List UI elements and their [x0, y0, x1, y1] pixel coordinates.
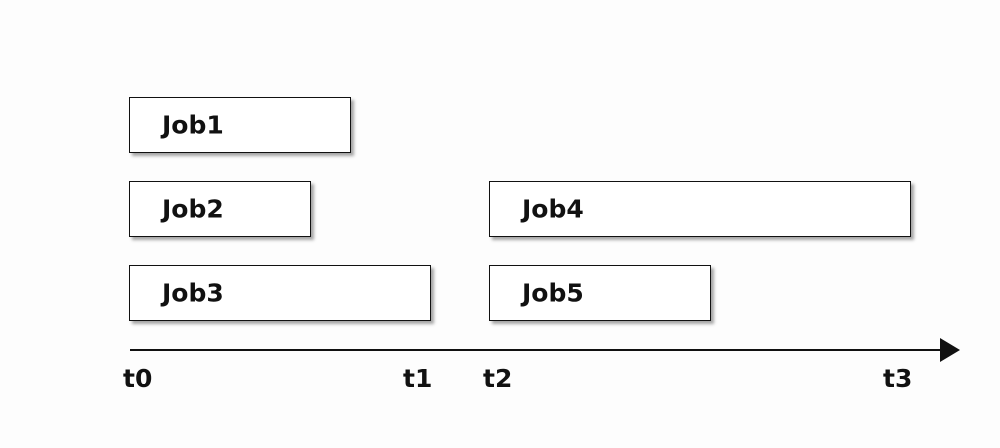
job-box-job2: Job2: [129, 181, 311, 237]
job-label: Job3: [162, 278, 224, 308]
job-label: Job4: [522, 194, 584, 224]
tick-label-t2: t2: [483, 364, 513, 393]
job-label: Job2: [162, 194, 224, 224]
tick-label-t0: t0: [123, 364, 153, 393]
tick-label-t1: t1: [403, 364, 433, 393]
tick-label-t3: t3: [883, 364, 913, 393]
job-box-job5: Job5: [489, 265, 711, 321]
job-box-job1: Job1: [129, 97, 351, 153]
time-axis-line: [130, 349, 942, 351]
job-label: Job5: [522, 278, 584, 308]
job-box-job4: Job4: [489, 181, 911, 237]
job-box-job3: Job3: [129, 265, 431, 321]
job-label: Job1: [162, 110, 224, 140]
arrow-right-icon: [940, 338, 960, 362]
